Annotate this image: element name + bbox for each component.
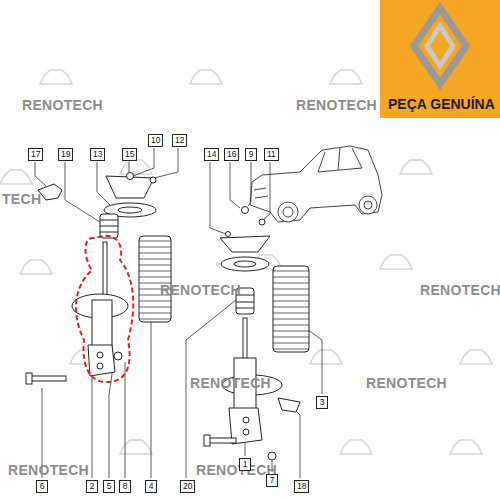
callout-number: 14 <box>204 148 219 161</box>
rib-stroke <box>273 307 309 308</box>
callout-number: 6 <box>36 480 48 493</box>
rib-stroke <box>139 313 171 314</box>
rib-stroke <box>273 337 309 338</box>
watermark: RENOTECH <box>22 98 103 112</box>
rib-stroke <box>273 295 309 296</box>
rib-stroke <box>273 325 309 326</box>
watermark: RENOTECH <box>420 283 500 297</box>
left-boot-ribs <box>139 241 171 319</box>
rib-stroke <box>139 253 171 254</box>
rib-stroke <box>273 301 309 302</box>
watermark-car <box>400 160 432 174</box>
watermark: RENOTECH <box>190 376 271 390</box>
callout-number: 13 <box>90 148 105 161</box>
callout-number: 17 <box>28 148 43 161</box>
callout-number: 18 <box>294 480 309 493</box>
leader-lines <box>35 148 322 478</box>
rib-stroke <box>139 241 171 242</box>
watermark: RENOTECH <box>366 376 447 390</box>
watermark: RENOTECH <box>196 463 277 477</box>
rib-stroke <box>273 283 309 284</box>
watermark: RENOTECH <box>160 283 241 297</box>
watermark: RENOTECH <box>8 463 89 477</box>
callout-number: 19 <box>58 148 73 161</box>
callout-number: 4 <box>145 480 157 493</box>
renault-logo <box>414 8 466 84</box>
rib-stroke <box>139 271 171 272</box>
callout-number: 11 <box>264 148 279 161</box>
right-boot-ribs <box>273 271 309 349</box>
watermark-car <box>450 440 482 454</box>
watermark-car <box>380 255 412 269</box>
watermark-car <box>40 70 72 84</box>
callout-number: 15 <box>122 148 137 161</box>
left-strut <box>26 173 171 385</box>
watermark-car <box>460 350 492 364</box>
watermark: RENOTECH <box>296 98 377 112</box>
callout-number: 9 <box>245 148 257 161</box>
callout-number: 12 <box>172 134 187 147</box>
rib-stroke <box>273 319 309 320</box>
watermark-car <box>0 170 32 184</box>
logo-panel <box>380 0 500 118</box>
rib-stroke <box>273 349 309 350</box>
pickup-truck <box>250 146 382 222</box>
watermark-car <box>120 160 152 174</box>
callout-number: 1 <box>239 458 251 471</box>
rib-stroke <box>139 259 171 260</box>
callout-number: 16 <box>224 148 239 161</box>
watermark-car <box>190 70 222 84</box>
callout-number: 8 <box>119 480 131 493</box>
callout-number: 7 <box>266 474 278 487</box>
watermark-car <box>340 440 372 454</box>
hose-bracket <box>38 184 62 200</box>
rib-stroke <box>273 331 309 332</box>
callout-number: 5 <box>103 480 115 493</box>
rib-stroke <box>139 301 171 302</box>
rib-stroke <box>139 277 171 278</box>
callout-number: 2 <box>86 480 98 493</box>
rib-stroke <box>273 313 309 314</box>
watermark: TECH <box>2 192 41 206</box>
watermark-car <box>330 70 362 84</box>
callout-number: 10 <box>148 134 163 147</box>
callout-number: 3 <box>316 396 328 409</box>
rib-stroke <box>273 343 309 344</box>
rib-stroke <box>273 289 309 290</box>
rib-stroke <box>139 247 171 248</box>
watermark-car <box>310 350 342 364</box>
right-strut <box>204 207 309 461</box>
watermark-cars <box>0 70 492 454</box>
callout-number: 20 <box>180 480 195 493</box>
rib-stroke <box>139 265 171 266</box>
rib-stroke <box>139 307 171 308</box>
genuine-part-banner: PEÇA GENUÍNA <box>388 97 495 111</box>
watermark-car <box>20 260 52 274</box>
rib-stroke <box>273 277 309 278</box>
rib-stroke <box>273 271 309 272</box>
highlight-outline <box>76 236 133 382</box>
rib-stroke <box>139 319 171 320</box>
